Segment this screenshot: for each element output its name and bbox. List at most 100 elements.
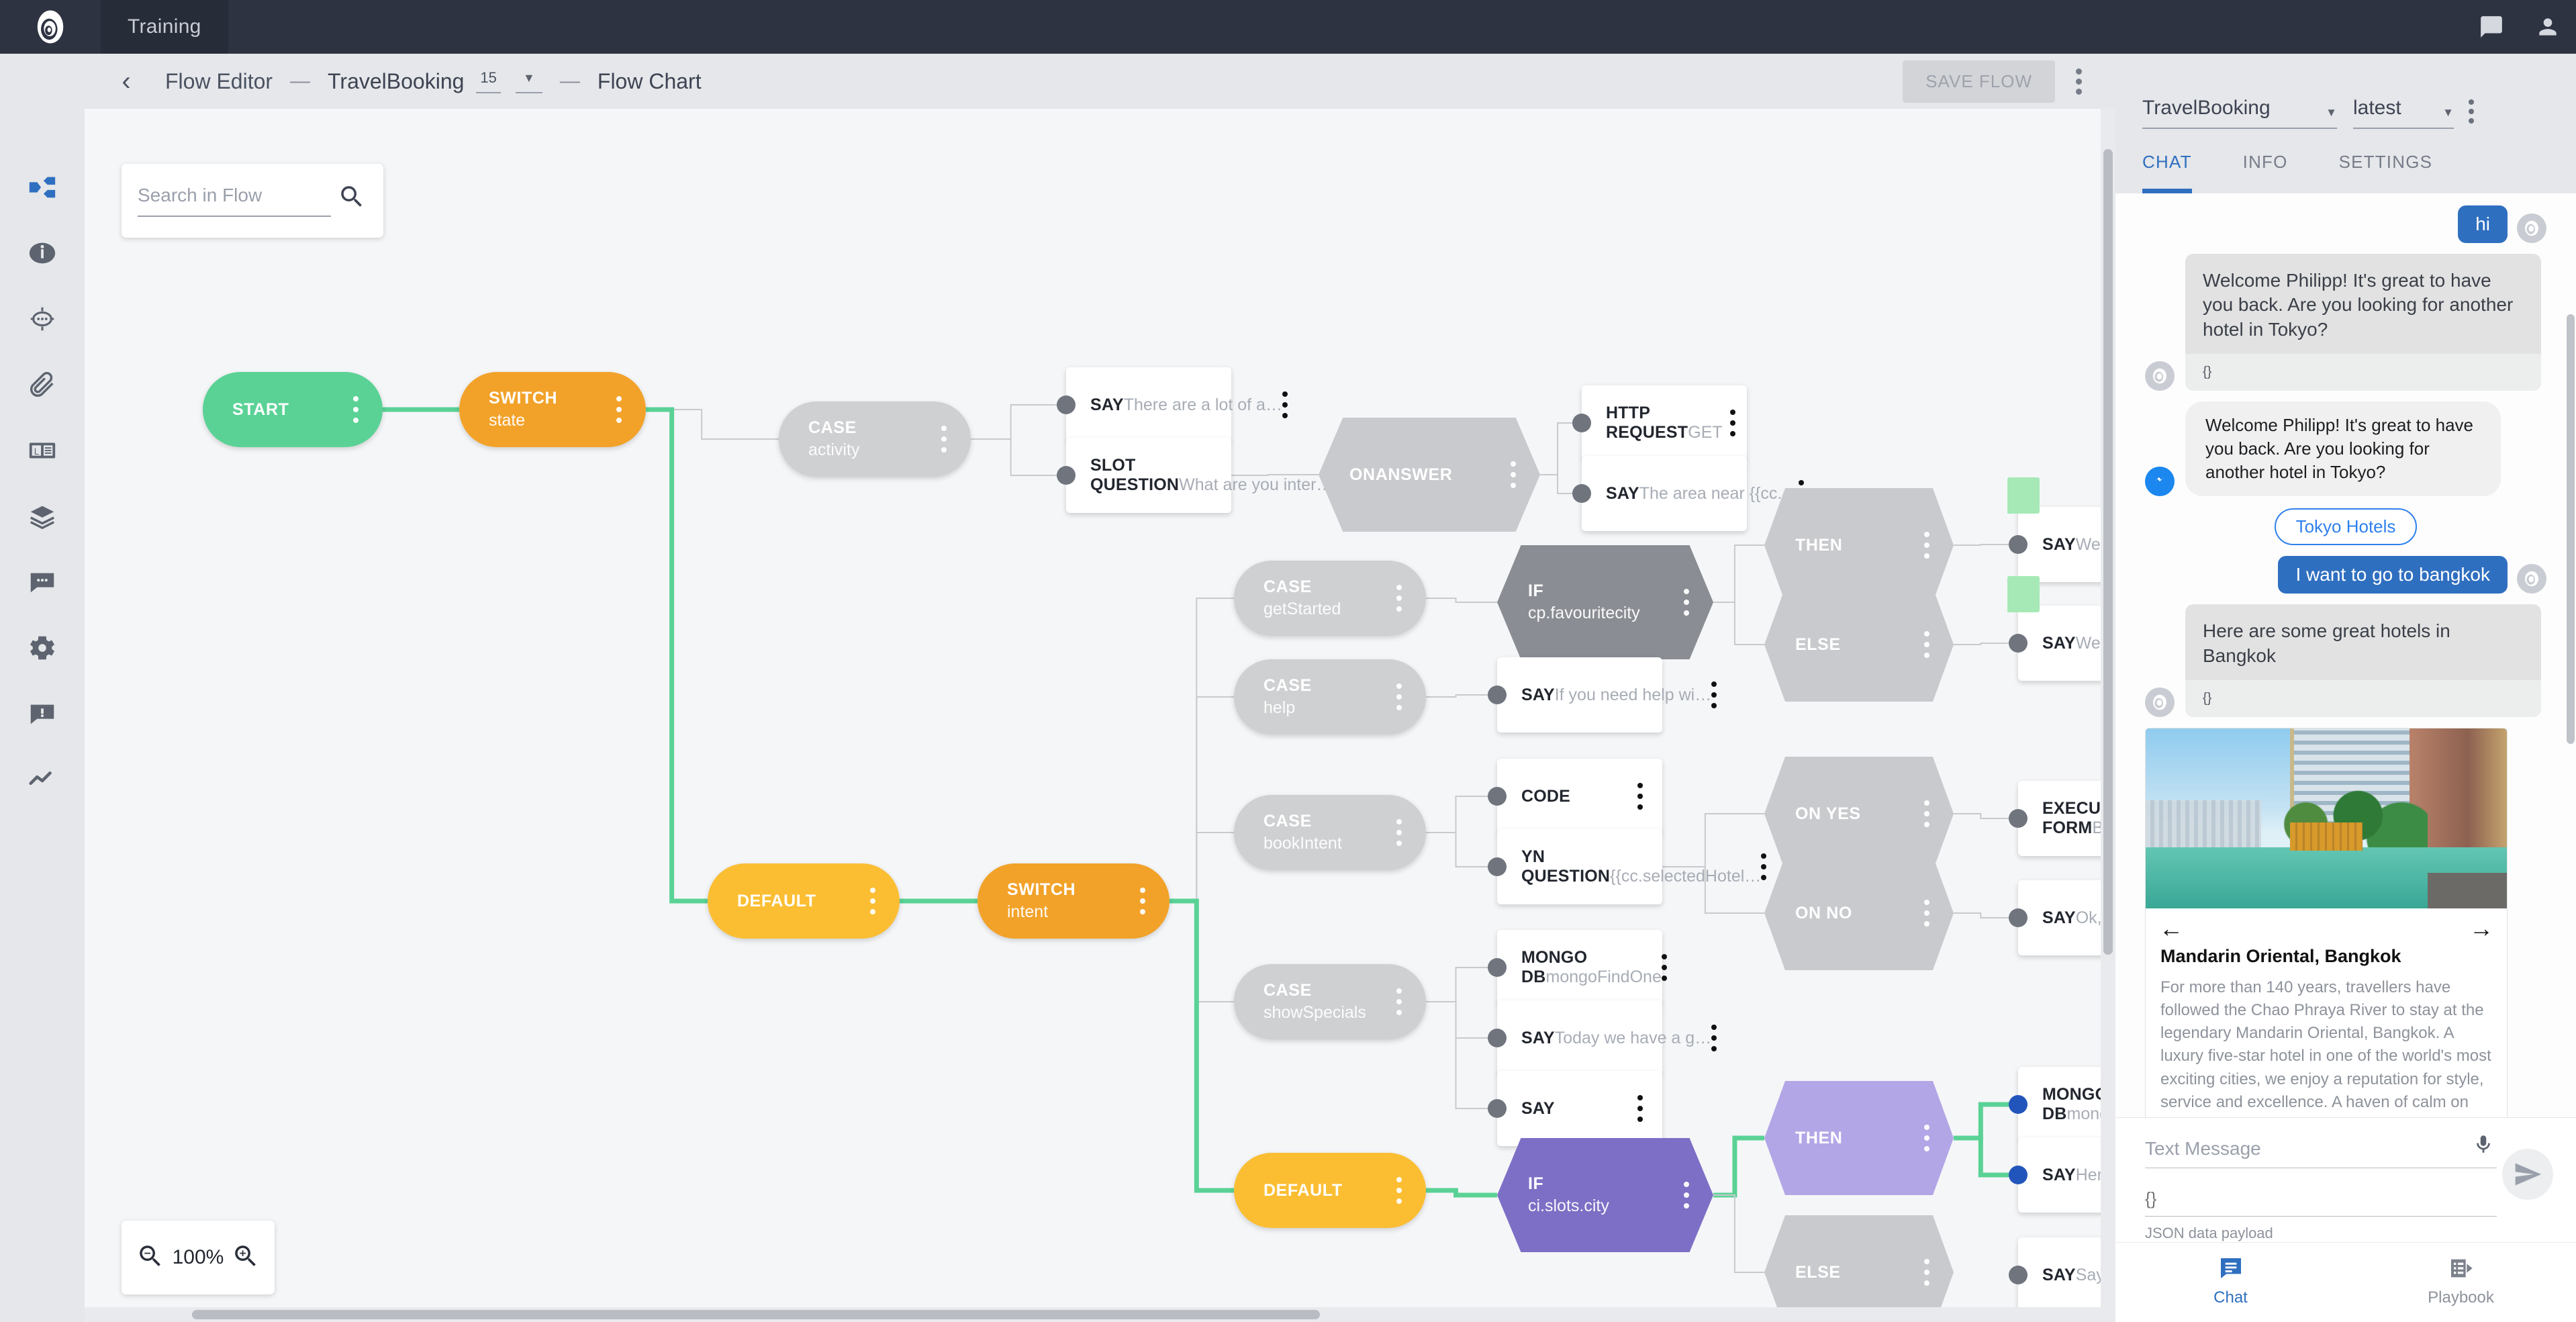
flow-node-say-area[interactable]: SAYThe area near {{cc.… bbox=[1572, 456, 1805, 531]
node-kebab-icon[interactable] bbox=[1661, 954, 1667, 981]
canvas-horizontal-scrollbar[interactable] bbox=[85, 1307, 2115, 1322]
flow-node-say-where[interactable]: SAYSay where you wa… bbox=[2009, 1237, 2115, 1313]
breadcrumb-flow-editor[interactable]: Flow Editor bbox=[165, 68, 273, 93]
flow-node-default-intent[interactable]: DEFAULT bbox=[1234, 1153, 1426, 1228]
node-kebab-icon[interactable] bbox=[1124, 888, 1161, 914]
node-card[interactable]: MONGO DBmongoFindOne bbox=[1488, 930, 1667, 1005]
flow-options-kebab-icon[interactable] bbox=[2055, 58, 2102, 105]
node-card[interactable]: HTTP REQUESTGET bbox=[1572, 385, 1747, 461]
node-connector-dot[interactable] bbox=[1572, 484, 1591, 503]
node-connector-dot[interactable] bbox=[2009, 1266, 2028, 1284]
canvas-vscroll-thumb[interactable] bbox=[2103, 149, 2113, 955]
canvas-hscroll-thumb[interactable] bbox=[192, 1310, 1320, 1319]
node-connector-dot[interactable] bbox=[1057, 466, 1076, 485]
node-card[interactable]: SAYSay where you wa… bbox=[2009, 1237, 2115, 1313]
node-card[interactable]: YN QUESTION{{cc.selectedHotel… bbox=[1488, 829, 1767, 904]
zoom-in-icon[interactable] bbox=[232, 1242, 260, 1274]
search-input[interactable] bbox=[138, 185, 331, 206]
flow-node-slot-question[interactable]: SLOT QUESTIONWhat are you inter… bbox=[1057, 438, 1339, 513]
chat-footer-chat[interactable]: Chat bbox=[2115, 1243, 2346, 1322]
node-connector-dot[interactable] bbox=[2009, 908, 2028, 927]
node-kebab-icon[interactable] bbox=[1380, 988, 1418, 1015]
rail-item-lexicons[interactable]: L bbox=[0, 418, 85, 483]
rail-item-attachments[interactable] bbox=[0, 352, 85, 418]
chat-version-select[interactable]: latest ▼ bbox=[2353, 97, 2454, 129]
node-kebab-icon[interactable] bbox=[1380, 683, 1418, 710]
node-kebab-icon[interactable] bbox=[337, 396, 375, 423]
node-connector-dot[interactable] bbox=[1488, 958, 1507, 977]
node-card[interactable]: SAYWelcome {{cp.first… bbox=[2007, 477, 2115, 582]
node-connector-dot[interactable] bbox=[2009, 535, 2028, 554]
node-connector-dot[interactable] bbox=[1488, 787, 1507, 806]
node-hexagon[interactable]: ONANSWER bbox=[1319, 418, 1540, 532]
flow-node-yn-question[interactable]: YN QUESTION{{cc.selectedHotel… bbox=[1488, 829, 1767, 904]
flow-node-default-state[interactable]: DEFAULT bbox=[708, 863, 900, 939]
chat-tab-info[interactable]: INFO bbox=[2242, 152, 2288, 172]
node-pill[interactable]: START bbox=[203, 372, 383, 447]
text-message-input[interactable] bbox=[2145, 1138, 2472, 1160]
node-card[interactable]: MONGO DBmongoFind bbox=[2009, 1067, 2115, 1142]
node-card[interactable]: SAYWelcome to Cogni… bbox=[2007, 576, 2115, 681]
search-icon[interactable] bbox=[338, 183, 367, 212]
node-card[interactable]: SAYOk, no problem. Fe… bbox=[2009, 880, 2115, 955]
node-kebab-icon[interactable] bbox=[1494, 461, 1532, 488]
node-kebab-icon[interactable] bbox=[925, 426, 963, 453]
back-chevron-icon[interactable]: ‹ bbox=[122, 66, 131, 96]
zoom-out-icon[interactable] bbox=[136, 1242, 164, 1274]
canvas-vertical-scrollbar[interactable] bbox=[2101, 109, 2115, 1322]
rail-item-info[interactable] bbox=[0, 220, 85, 286]
node-kebab-icon[interactable] bbox=[1380, 819, 1418, 846]
flow-node-on-no[interactable]: ON NO bbox=[1764, 856, 1954, 970]
node-card[interactable]: SAYThere are a lot of a… bbox=[1057, 367, 1288, 442]
node-hexagon[interactable]: THEN bbox=[1764, 1081, 1954, 1195]
arrow-left-icon[interactable]: ← bbox=[2159, 914, 2183, 943]
flow-node-start[interactable]: START bbox=[203, 372, 383, 447]
node-kebab-icon[interactable] bbox=[1282, 391, 1288, 418]
node-kebab-icon[interactable] bbox=[854, 888, 892, 914]
rail-item-flow-chart[interactable] bbox=[0, 154, 85, 220]
flow-node-http-request[interactable]: HTTP REQUESTGET bbox=[1572, 385, 1747, 461]
node-kebab-icon[interactable] bbox=[1711, 1025, 1717, 1051]
chat-footer-playbook[interactable]: Playbook bbox=[2346, 1243, 2576, 1322]
flow-node-say-activity[interactable]: SAYThere are a lot of a… bbox=[1057, 367, 1288, 442]
node-pill[interactable]: DEFAULT bbox=[1234, 1153, 1426, 1228]
send-button[interactable] bbox=[2502, 1149, 2553, 1200]
chat-vscroll-thumb[interactable] bbox=[2567, 314, 2575, 744]
node-kebab-icon[interactable] bbox=[1723, 410, 1743, 436]
node-card[interactable]: SAYThe area near {{cc.… bbox=[1572, 456, 1805, 531]
node-kebab-icon[interactable] bbox=[1380, 1177, 1418, 1204]
node-kebab-icon[interactable] bbox=[1761, 853, 1767, 880]
node-kebab-icon[interactable] bbox=[1668, 589, 1705, 616]
node-card[interactable]: SLOT QUESTIONWhat are you inter… bbox=[1057, 438, 1339, 513]
account-circle-icon[interactable] bbox=[2520, 0, 2576, 54]
node-kebab-icon[interactable] bbox=[1668, 1182, 1705, 1209]
node-pill[interactable]: DEFAULT bbox=[708, 863, 900, 939]
flow-node-code[interactable]: CODE bbox=[1488, 759, 1662, 834]
node-connector-dot[interactable] bbox=[1572, 414, 1591, 432]
node-kebab-icon[interactable] bbox=[1908, 631, 1946, 658]
arrow-right-icon[interactable]: → bbox=[2469, 914, 2493, 943]
rail-item-intents[interactable] bbox=[0, 286, 85, 352]
node-connector-dot[interactable] bbox=[2009, 634, 2028, 653]
node-connector-dot[interactable] bbox=[1488, 686, 1507, 704]
rail-item-settings[interactable] bbox=[0, 615, 85, 681]
chat-tab-settings[interactable]: SETTINGS bbox=[2338, 152, 2433, 172]
node-connector-dot[interactable] bbox=[2009, 809, 2028, 828]
flow-node-mongo-findone[interactable]: MONGO DBmongoFindOne bbox=[1488, 930, 1667, 1005]
flow-node-else-fav[interactable]: ELSE bbox=[1764, 587, 1954, 702]
